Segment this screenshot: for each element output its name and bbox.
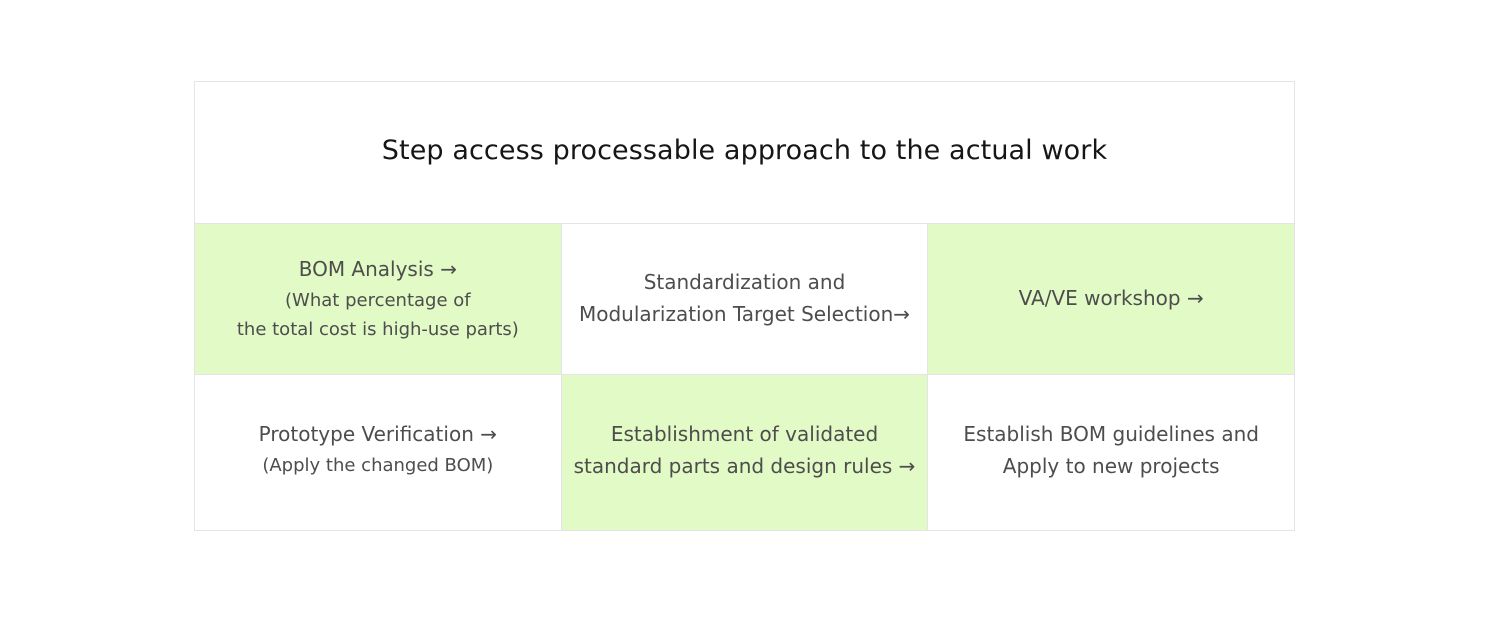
step-cell-standardization-target-selection[interactable]: Standardization and Modularization Targe… <box>561 224 929 374</box>
step-detail-line: the total cost is high-use parts) <box>236 318 519 340</box>
step-title-line-2: standard parts and design rules → <box>573 453 916 478</box>
process-steps-table: Step access processable approach to the … <box>194 81 1295 531</box>
step-title: BOM Analysis → <box>298 257 457 282</box>
step-cell-va-ve-workshop[interactable]: VA/VE workshop → <box>928 224 1295 374</box>
step-title: Establish BOM guidelines and <box>963 422 1259 446</box>
table-row: BOM Analysis → (What percentage of the t… <box>195 224 1295 375</box>
step-detail-line: (What percentage of <box>285 289 471 311</box>
step-detail-line: (Apply the changed BOM) <box>262 454 494 476</box>
step-title: VA/VE workshop → <box>1018 286 1204 311</box>
table-title-row: Step access processable approach to the … <box>195 82 1294 224</box>
page-title: Step access processable approach to the … <box>381 134 1108 166</box>
step-title-line-2: Modularization Target Selection→ <box>578 302 911 326</box>
step-title: Establishment of validated <box>610 422 879 446</box>
step-cell-prototype-verification[interactable]: Prototype Verification → (Apply the chan… <box>195 375 562 530</box>
step-title: Prototype Verification → <box>258 422 497 446</box>
step-title: Standardization and <box>643 270 846 295</box>
step-title-line-2: Apply to new projects <box>1002 453 1220 478</box>
step-cell-bom-analysis[interactable]: BOM Analysis → (What percentage of the t… <box>195 224 562 374</box>
step-cell-bom-guidelines[interactable]: Establish BOM guidelines and Apply to ne… <box>928 375 1295 530</box>
table-row: Prototype Verification → (Apply the chan… <box>195 375 1295 530</box>
step-cell-standard-parts-design-rules[interactable]: Establishment of validated standard part… <box>561 375 929 530</box>
